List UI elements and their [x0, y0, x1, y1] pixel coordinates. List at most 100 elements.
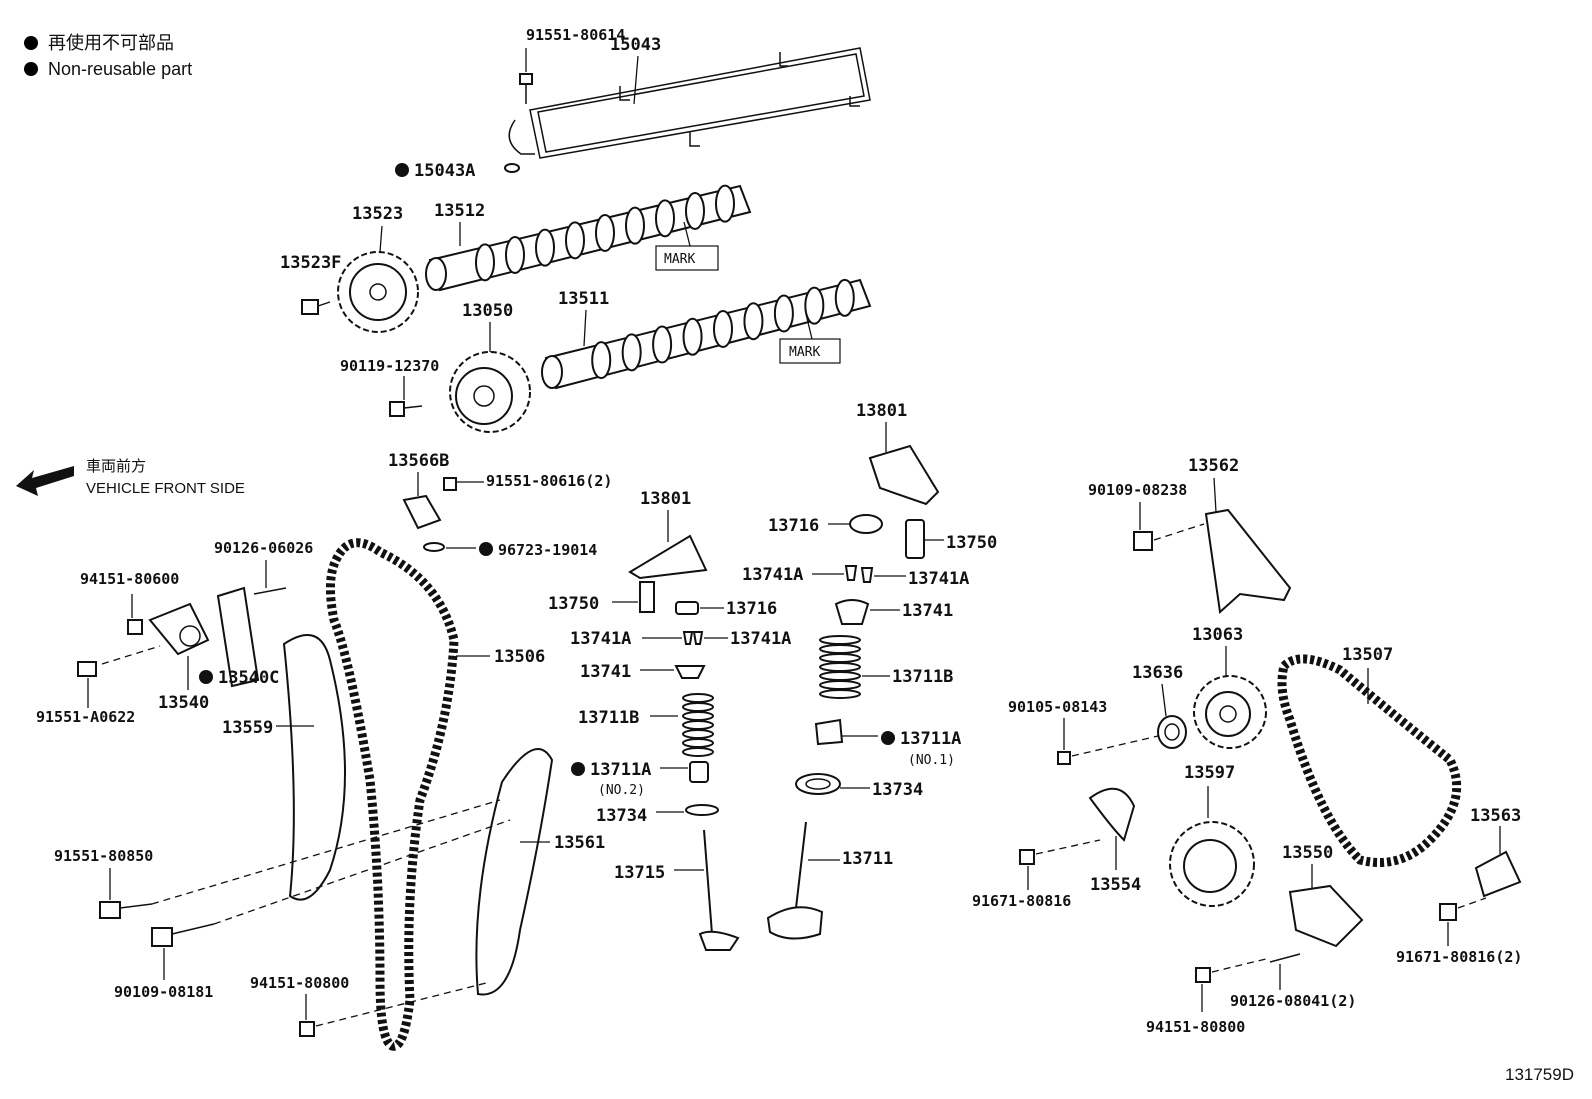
non-reusable-dot-icon	[571, 762, 585, 776]
part-label-13540c: 13540C	[218, 668, 279, 688]
part-label-94151-80800: 94151-80800	[1146, 1018, 1245, 1036]
part-label-15043a: 15043A	[414, 161, 475, 181]
part-label-mark: MARK	[664, 252, 695, 267]
non-reusable-dot-icon	[479, 542, 493, 556]
legend-row-jp: 再使用不可部品	[24, 30, 192, 56]
mark-box-2	[779, 338, 841, 364]
part-label-13741: 13741	[580, 662, 631, 682]
part-label-13716: 13716	[768, 516, 819, 536]
part-label-91551-80614: 91551-80614	[526, 26, 625, 44]
part-label-13063: 13063	[1192, 625, 1243, 645]
part-label-13523f: 13523F	[280, 253, 341, 273]
valve-13715	[674, 829, 740, 951]
part-label-13741a: 13741A	[908, 569, 969, 589]
shim-13716-right	[828, 514, 883, 534]
non-reusable-dot-icon	[24, 36, 38, 50]
seat-13734-left	[656, 804, 719, 816]
legend-en-text: Non-reusable part	[48, 59, 193, 79]
part-label-13563: 13563	[1470, 806, 1521, 826]
camshaft-13512	[425, 184, 752, 292]
part-label-13561: 13561	[554, 833, 605, 853]
chain-guide-13561	[475, 748, 554, 996]
rocker-arm-13801-left	[628, 510, 708, 580]
front-jp-text: 車両前方	[86, 458, 147, 475]
ocv-13566B	[402, 472, 484, 552]
part-label-94151-80800: 94151-80800	[250, 974, 349, 992]
part-label-90126-06026: 90126-06026	[214, 539, 313, 557]
part-label-90126-08041(2): 90126-08041(2)	[1230, 992, 1356, 1010]
sprocket-13523	[337, 251, 419, 333]
part-label-13711a: 13711A	[900, 729, 961, 749]
part-label-91551-a0622: 91551-A0622	[36, 708, 135, 726]
legend: 再使用不可部品 Non-reusable part	[24, 30, 192, 82]
part-label-90109-08181: 90109-08181	[114, 983, 213, 1001]
part-label-13715: 13715	[614, 863, 665, 883]
part-label-13734: 13734	[596, 806, 647, 826]
lash-adjuster-13750-left	[612, 581, 655, 613]
part-label-91671-80816(2): 91671-80816(2)	[1396, 948, 1522, 966]
part-label-13511: 13511	[558, 289, 609, 309]
part-label-13716: 13716	[726, 599, 777, 619]
sprocket-13597	[1169, 786, 1255, 907]
legend-row-en: Non-reusable part	[24, 56, 192, 82]
part-label-13741a: 13741A	[730, 629, 791, 649]
part-label-13562: 13562	[1188, 456, 1239, 476]
non-reusable-dot-icon	[199, 670, 213, 684]
part-label-90109-08238: 90109-08238	[1088, 481, 1187, 499]
timing-chain-13506	[326, 538, 459, 1051]
gasket-15043	[508, 47, 871, 159]
part-label-13711b: 13711B	[578, 708, 639, 728]
slipper-guide-13559	[276, 634, 346, 901]
part-label-13550: 13550	[1282, 843, 1333, 863]
part-label-13741a: 13741A	[742, 565, 803, 585]
part-label-13711: 13711	[842, 849, 893, 869]
part-label-13512: 13512	[434, 201, 485, 221]
valve-13711	[766, 821, 840, 940]
keepers-13741A-left	[642, 631, 728, 645]
part-label-90119-12370: 90119-12370	[340, 357, 439, 375]
part-label-13711b: 13711B	[892, 667, 953, 687]
part-label-13801: 13801	[856, 401, 907, 421]
part-label-13540: 13540	[158, 693, 209, 713]
figure-id: 131759D	[1504, 1065, 1574, 1084]
vvt-gear-13050	[449, 351, 531, 433]
part-label-13741a: 13741A	[570, 629, 631, 649]
part-label-13050: 13050	[462, 301, 513, 321]
part-label-13559: 13559	[222, 718, 273, 738]
tensioner-13550	[1195, 864, 1364, 1012]
part-sub-label: (NO.2)	[598, 783, 645, 798]
bolt-90119-12370	[389, 376, 423, 417]
legend-jp-text: 再使用不可部品	[48, 33, 174, 53]
tensioner-13540	[77, 594, 210, 708]
part-label-13523: 13523	[352, 204, 403, 224]
part-label-13711a: 13711A	[590, 760, 651, 780]
spring-13711B-right	[819, 635, 890, 699]
gasket-13540C	[216, 560, 287, 688]
bolt-91551-80850	[99, 799, 501, 919]
rocker-arm-13801-right	[868, 422, 940, 506]
retainer-13741-left	[640, 665, 706, 679]
part-label-13734: 13734	[872, 780, 923, 800]
seal-13711A-left	[660, 761, 709, 783]
part-label-13636: 13636	[1132, 663, 1183, 683]
part-label-13566b: 13566B	[388, 451, 449, 471]
lash-adjuster-13750-right	[905, 519, 944, 559]
part-label-13750: 13750	[946, 533, 997, 553]
seat-13734-right	[795, 773, 870, 795]
non-reusable-dot-icon	[24, 62, 38, 76]
camshaft-13511	[541, 278, 872, 390]
seal-13711A-right	[814, 718, 878, 746]
part-label-13801: 13801	[640, 489, 691, 509]
front-arrow-icon	[16, 466, 74, 496]
part-label-90105-08143: 90105-08143	[1008, 698, 1107, 716]
part-label-96723-19014: 96723-19014	[498, 541, 597, 559]
bolt-13523F	[301, 299, 331, 315]
bolt-91551-80614	[519, 48, 533, 104]
part-label-91551-80850: 91551-80850	[54, 847, 153, 865]
part-label-94151-80600: 94151-80600	[80, 570, 179, 588]
part-label-mark: MARK	[789, 345, 820, 360]
part-label-13597: 13597	[1184, 763, 1235, 783]
oil-pump-chain-13507	[1277, 654, 1462, 867]
